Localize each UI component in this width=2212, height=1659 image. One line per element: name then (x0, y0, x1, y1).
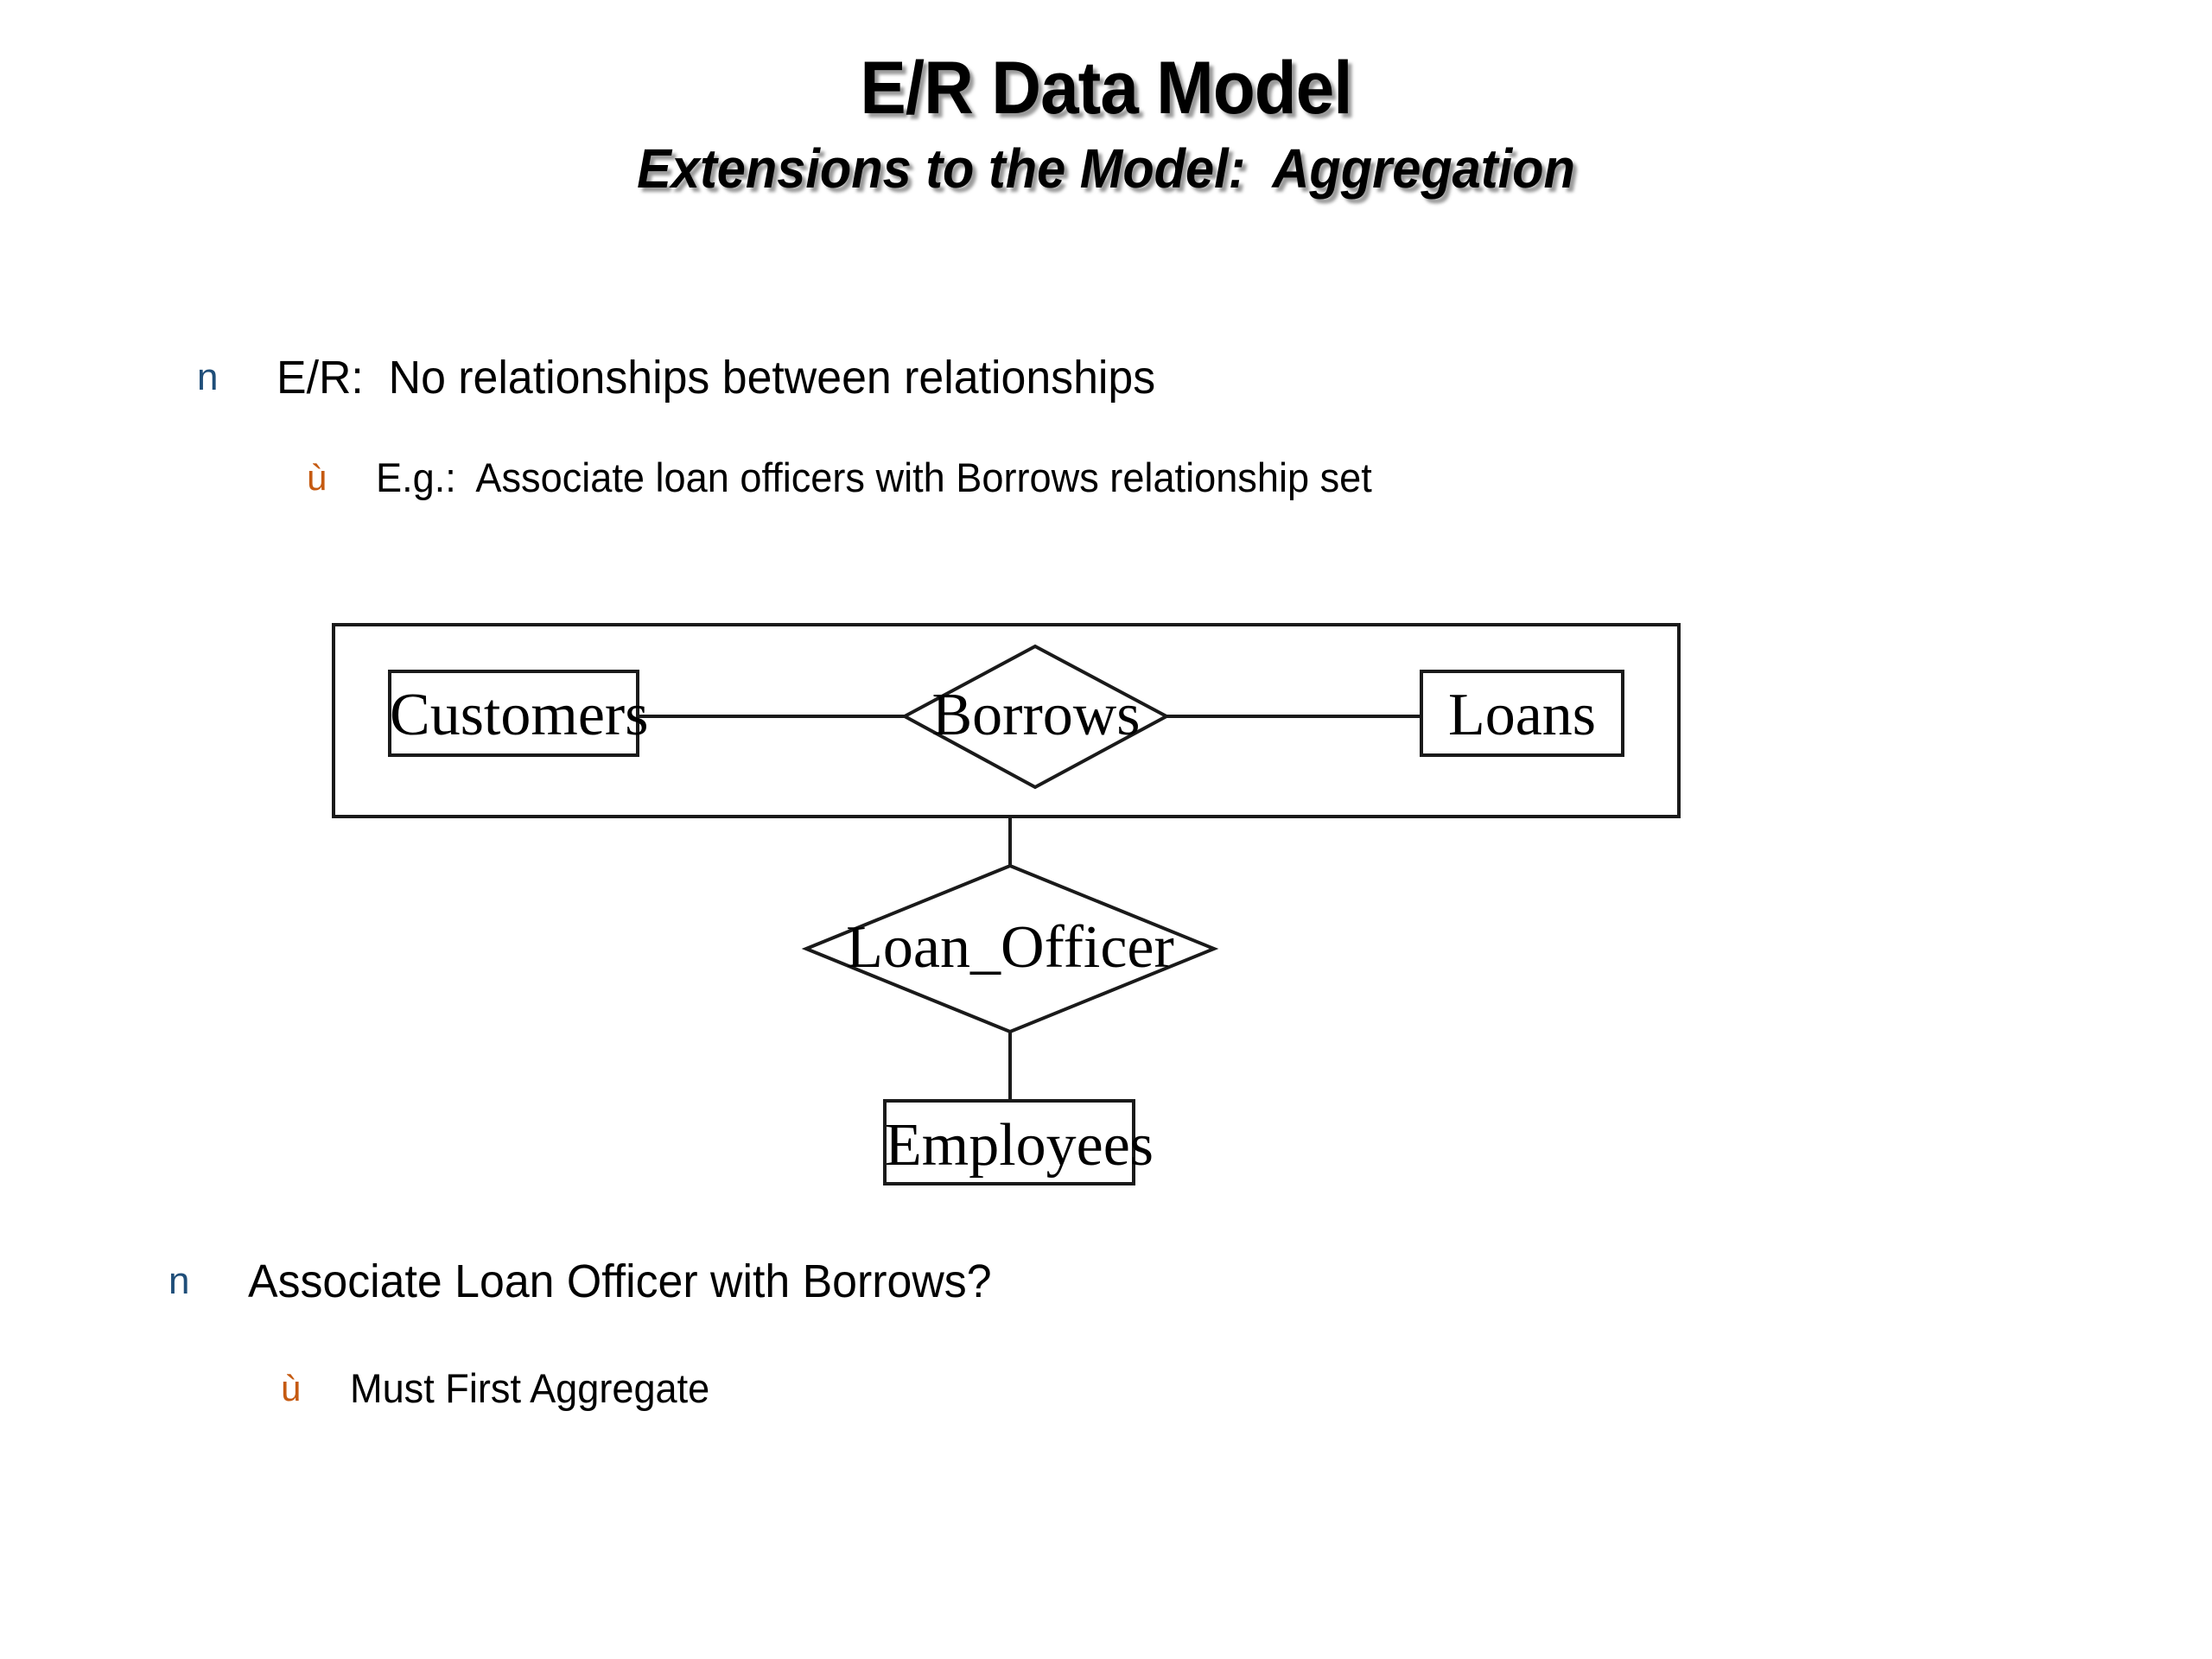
sub-bullet-marker-arrow-icon: ù (281, 1368, 302, 1408)
bullet-item-1a: ù E.g.: Associate loan officers with Bor… (307, 453, 1372, 653)
sub-bullet-marker-arrow-icon: ù (307, 457, 327, 498)
page-title: E/R Data Model (860, 47, 1352, 130)
entity-label-customers: Customers (390, 682, 649, 748)
bullet-item-2: n Associate Loan Officer with Borrows? (168, 1253, 992, 1481)
entity-box-employees (883, 1099, 1135, 1185)
relationship-diamond-loan-officer (801, 863, 1219, 1034)
bullet-marker-square-icon: n (197, 356, 219, 398)
aggregation-boundary-box (332, 623, 1681, 818)
bullet-marker-square-icon: n (168, 1260, 190, 1302)
title-block: E/R Data Model Extensions to the Model: … (0, 45, 2212, 206)
page-subtitle: Extensions to the Model: Aggregation (637, 137, 1575, 200)
bullet-text-2: Associate Loan Officer with Borrows? (248, 1255, 992, 1307)
entity-box-customers (388, 670, 639, 757)
relationship-label-loan-officer: Loan_Officer (846, 914, 1174, 981)
relationship-label-borrows: Borrows (931, 682, 1141, 748)
entity-box-loans (1420, 670, 1624, 757)
bullet-item-1: n E/R: No relationships between relation… (197, 349, 1155, 577)
entity-label-loans: Loans (1447, 682, 1597, 748)
bullet-text-1: E/R: No relationships between relationsh… (276, 352, 1156, 404)
bullet-text-1a: E.g.: Associate loan officers with Borro… (376, 454, 1372, 500)
relationship-diamond-borrows (900, 644, 1171, 790)
entity-label-employees: Employees (885, 1112, 1154, 1179)
bullet-item-2a: ù Must First Aggregate (281, 1363, 709, 1564)
bullet-text-2a: Must First Aggregate (350, 1365, 710, 1411)
